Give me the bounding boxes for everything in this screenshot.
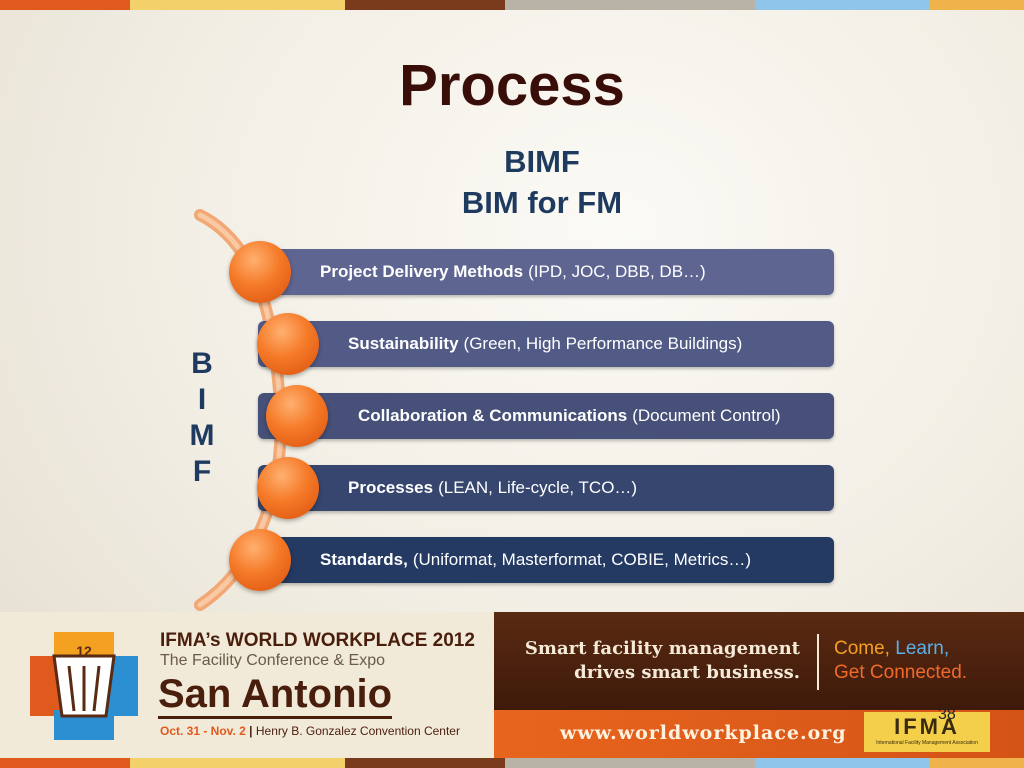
top-stripe [0, 0, 1024, 10]
step-circle-1 [229, 241, 291, 303]
world-workplace-badge-icon: 12 [30, 632, 138, 740]
subtitle-bim-for-fm: BIM for FM [461, 185, 623, 220]
step-bar-standards: Standards,(Uniformat, Masterformat, COBI… [258, 537, 834, 583]
event-subtitle: The Facility Conference & Expo [160, 652, 385, 669]
cta-come: Come, [834, 638, 890, 659]
event-title: IFMA’s WORLD WORKPLACE 2012 [160, 630, 475, 651]
city-name: San Antonio [158, 672, 393, 719]
event-dates-venue: Oct. 31 - Nov. 2 | Henry B. Gonzalez Con… [160, 724, 460, 738]
ifma-logo: IFMA International Facility Management A… [864, 712, 990, 752]
vertical-letter-f: F [192, 455, 212, 488]
cta-connect: Get Connected. [834, 662, 968, 683]
cta-learn: Learn, [895, 638, 950, 659]
venue: Henry B. Gonzalez Convention Center [255, 724, 460, 738]
step-bar-project-delivery: Project Delivery Methods(IPD, JOC, DBB, … [258, 249, 834, 295]
step-circle-3 [266, 385, 328, 447]
bottom-stripe [0, 758, 1024, 768]
event-dates: Oct. 31 - Nov. 2 [160, 724, 246, 738]
step-bar-sustainability: Sustainability(Green, High Performance B… [258, 321, 834, 367]
website-url[interactable]: www.worldworkplace.org [560, 722, 847, 744]
dates-separator: | [249, 724, 253, 738]
step-detail: (LEAN, Life-cycle, TCO…) [438, 478, 638, 497]
step-detail: (Document Control) [632, 406, 781, 425]
step-circle-4 [257, 457, 319, 519]
step-detail: (Green, High Performance Buildings) [463, 334, 743, 353]
badge-number: 12 [76, 643, 92, 659]
cta-line1: Come, Learn, [834, 638, 949, 660]
ifma-logo-text: IFMA [894, 714, 960, 739]
step-circle-2 [257, 313, 319, 375]
step-circle-5 [229, 529, 291, 591]
tagline-divider [817, 634, 819, 690]
step-bar-processes: Processes(LEAN, Life-cycle, TCO…) [258, 465, 834, 511]
step-bold: Sustainability [348, 334, 459, 353]
slide-title: Process [399, 53, 625, 118]
step-detail: (IPD, JOC, DBB, DB…) [528, 262, 706, 281]
step-bold: Collaboration & Communications [358, 406, 628, 425]
tagline-line2: drives smart business. [574, 662, 800, 683]
vertical-letter-i: I [197, 383, 207, 416]
subtitle-bimf: BIMF [504, 144, 580, 179]
footer-right-panel [494, 612, 1024, 710]
step-bold: Processes [348, 478, 434, 497]
step-bold: Standards, [320, 550, 408, 569]
conference-footer: 12 IFMA’s WORLD WORKPLACE 2012 The Facil… [0, 612, 1024, 768]
step-detail: (Uniformat, Masterformat, COBIE, Metrics… [412, 550, 752, 569]
step-bold: Project Delivery Methods [320, 262, 524, 281]
page-number: 38 [938, 706, 956, 723]
step-bar-collaboration: Collaboration & Communications(Document … [258, 393, 834, 439]
vertical-letter-b: B [191, 347, 213, 380]
ifma-logo-caption: International Facility Management Associ… [876, 740, 978, 746]
vertical-letter-m: M [189, 419, 215, 452]
tagline-line1: Smart facility management [524, 638, 800, 659]
